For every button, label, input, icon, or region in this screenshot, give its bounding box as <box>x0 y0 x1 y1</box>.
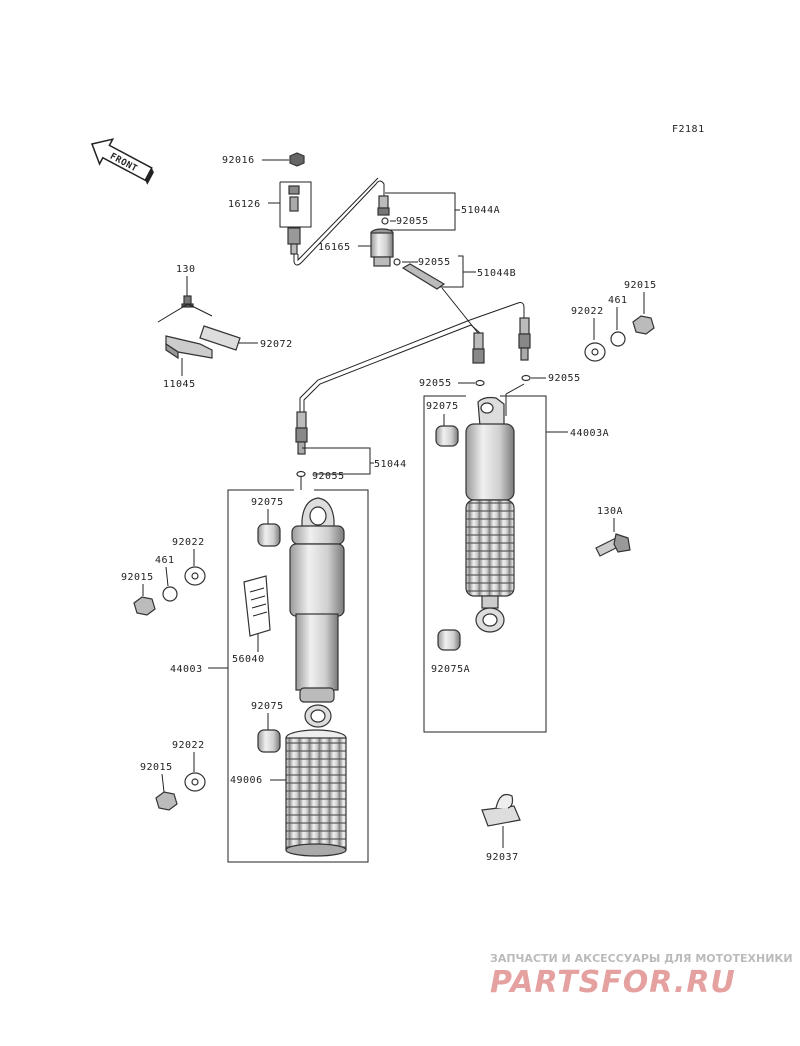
label-92037: 92037 <box>486 852 519 863</box>
label-11045: 11045 <box>163 379 196 390</box>
spring-49006 <box>285 729 347 857</box>
label-44003: 44003 <box>170 664 203 675</box>
label-44003A: 44003A <box>570 428 609 439</box>
hose-end-right-a <box>472 332 485 364</box>
label-92055-top: 92055 <box>396 216 429 227</box>
label-92055-lower-left: 92055 <box>419 378 452 389</box>
label-92015-right: 92015 <box>624 280 657 291</box>
label-92075-left-bottom: 92075 <box>251 701 284 712</box>
label-sticker-56040 <box>243 575 271 637</box>
watermark-tagline: ЗАПЧАСТИ И АКСЕССУАРЫ ДЛЯ МОТОТЕХНИКИ <box>490 952 793 965</box>
label-92055-lower-right: 92055 <box>548 373 581 384</box>
hose-end-left <box>295 411 308 455</box>
label-130: 130 <box>176 264 196 275</box>
o-ring-92055-top <box>381 217 389 225</box>
label-92015-left-top: 92015 <box>121 572 154 583</box>
label-461-left: 461 <box>155 555 175 566</box>
label-92016: 92016 <box>222 155 255 166</box>
hose-end-51044A <box>377 195 390 216</box>
fitting-16126 <box>287 185 301 255</box>
label-16126: 16126 <box>228 199 261 210</box>
label-92075-left-top: 92075 <box>251 497 284 508</box>
nut-92015-left-bottom <box>155 791 178 811</box>
reservoir-16165 <box>370 228 394 267</box>
label-92022-right: 92022 <box>571 306 604 317</box>
label-92015-left-bottom: 92015 <box>140 762 173 773</box>
label-51044A: 51044A <box>461 205 500 216</box>
label-92075-right: 92075 <box>426 401 459 412</box>
nut-92016 <box>289 152 305 167</box>
label-16165: 16165 <box>318 242 351 253</box>
nut-92015-left-top <box>133 596 156 616</box>
label-92055-left: 92055 <box>312 471 345 482</box>
label-461-right: 461 <box>608 295 628 306</box>
diagram-code: F2181 <box>672 124 705 135</box>
bolt-130A <box>595 533 631 557</box>
hose-end-right-b <box>518 317 531 361</box>
watermark-logo: ЗАПЧАСТИ И АКСЕССУАРЫ ДЛЯ МОТОТЕХНИКИ PA… <box>490 952 793 1000</box>
bushing-92075-left-top <box>257 523 281 547</box>
bracket-11045 <box>165 335 213 360</box>
label-130A: 130A <box>597 506 623 517</box>
clip-92037 <box>481 793 521 827</box>
label-49006: 49006 <box>230 775 263 786</box>
lock-washer-461-right <box>610 331 626 347</box>
plate-92072 <box>199 325 241 351</box>
front-arrow-icon: FRONT <box>90 138 154 185</box>
label-92072: 92072 <box>260 339 293 350</box>
label-92075A: 92075A <box>431 664 470 675</box>
o-ring-92055-rr <box>521 374 531 382</box>
label-51044: 51044 <box>374 459 407 470</box>
shock-44003 <box>289 497 345 728</box>
bushing-92075-left-bottom <box>257 729 281 753</box>
o-ring-92055-rl <box>475 379 485 387</box>
shock-44003A <box>465 383 525 633</box>
label-92022-left-top: 92022 <box>172 537 205 548</box>
lock-washer-461-left <box>162 586 178 602</box>
label-51044B: 51044B <box>477 268 516 279</box>
watermark-brand: PARTSFOR.RU <box>490 965 736 1000</box>
bushing-92075A <box>437 629 461 651</box>
bushing-92075-right <box>435 425 459 447</box>
label-56040: 56040 <box>232 654 265 665</box>
o-ring-92055-left <box>296 470 306 478</box>
label-92022-left-bottom: 92022 <box>172 740 205 751</box>
o-ring-92055-mid <box>393 258 401 266</box>
nut-92015-right <box>632 315 655 335</box>
label-92055-mid: 92055 <box>418 257 451 268</box>
hose-end-51044B <box>401 263 446 290</box>
